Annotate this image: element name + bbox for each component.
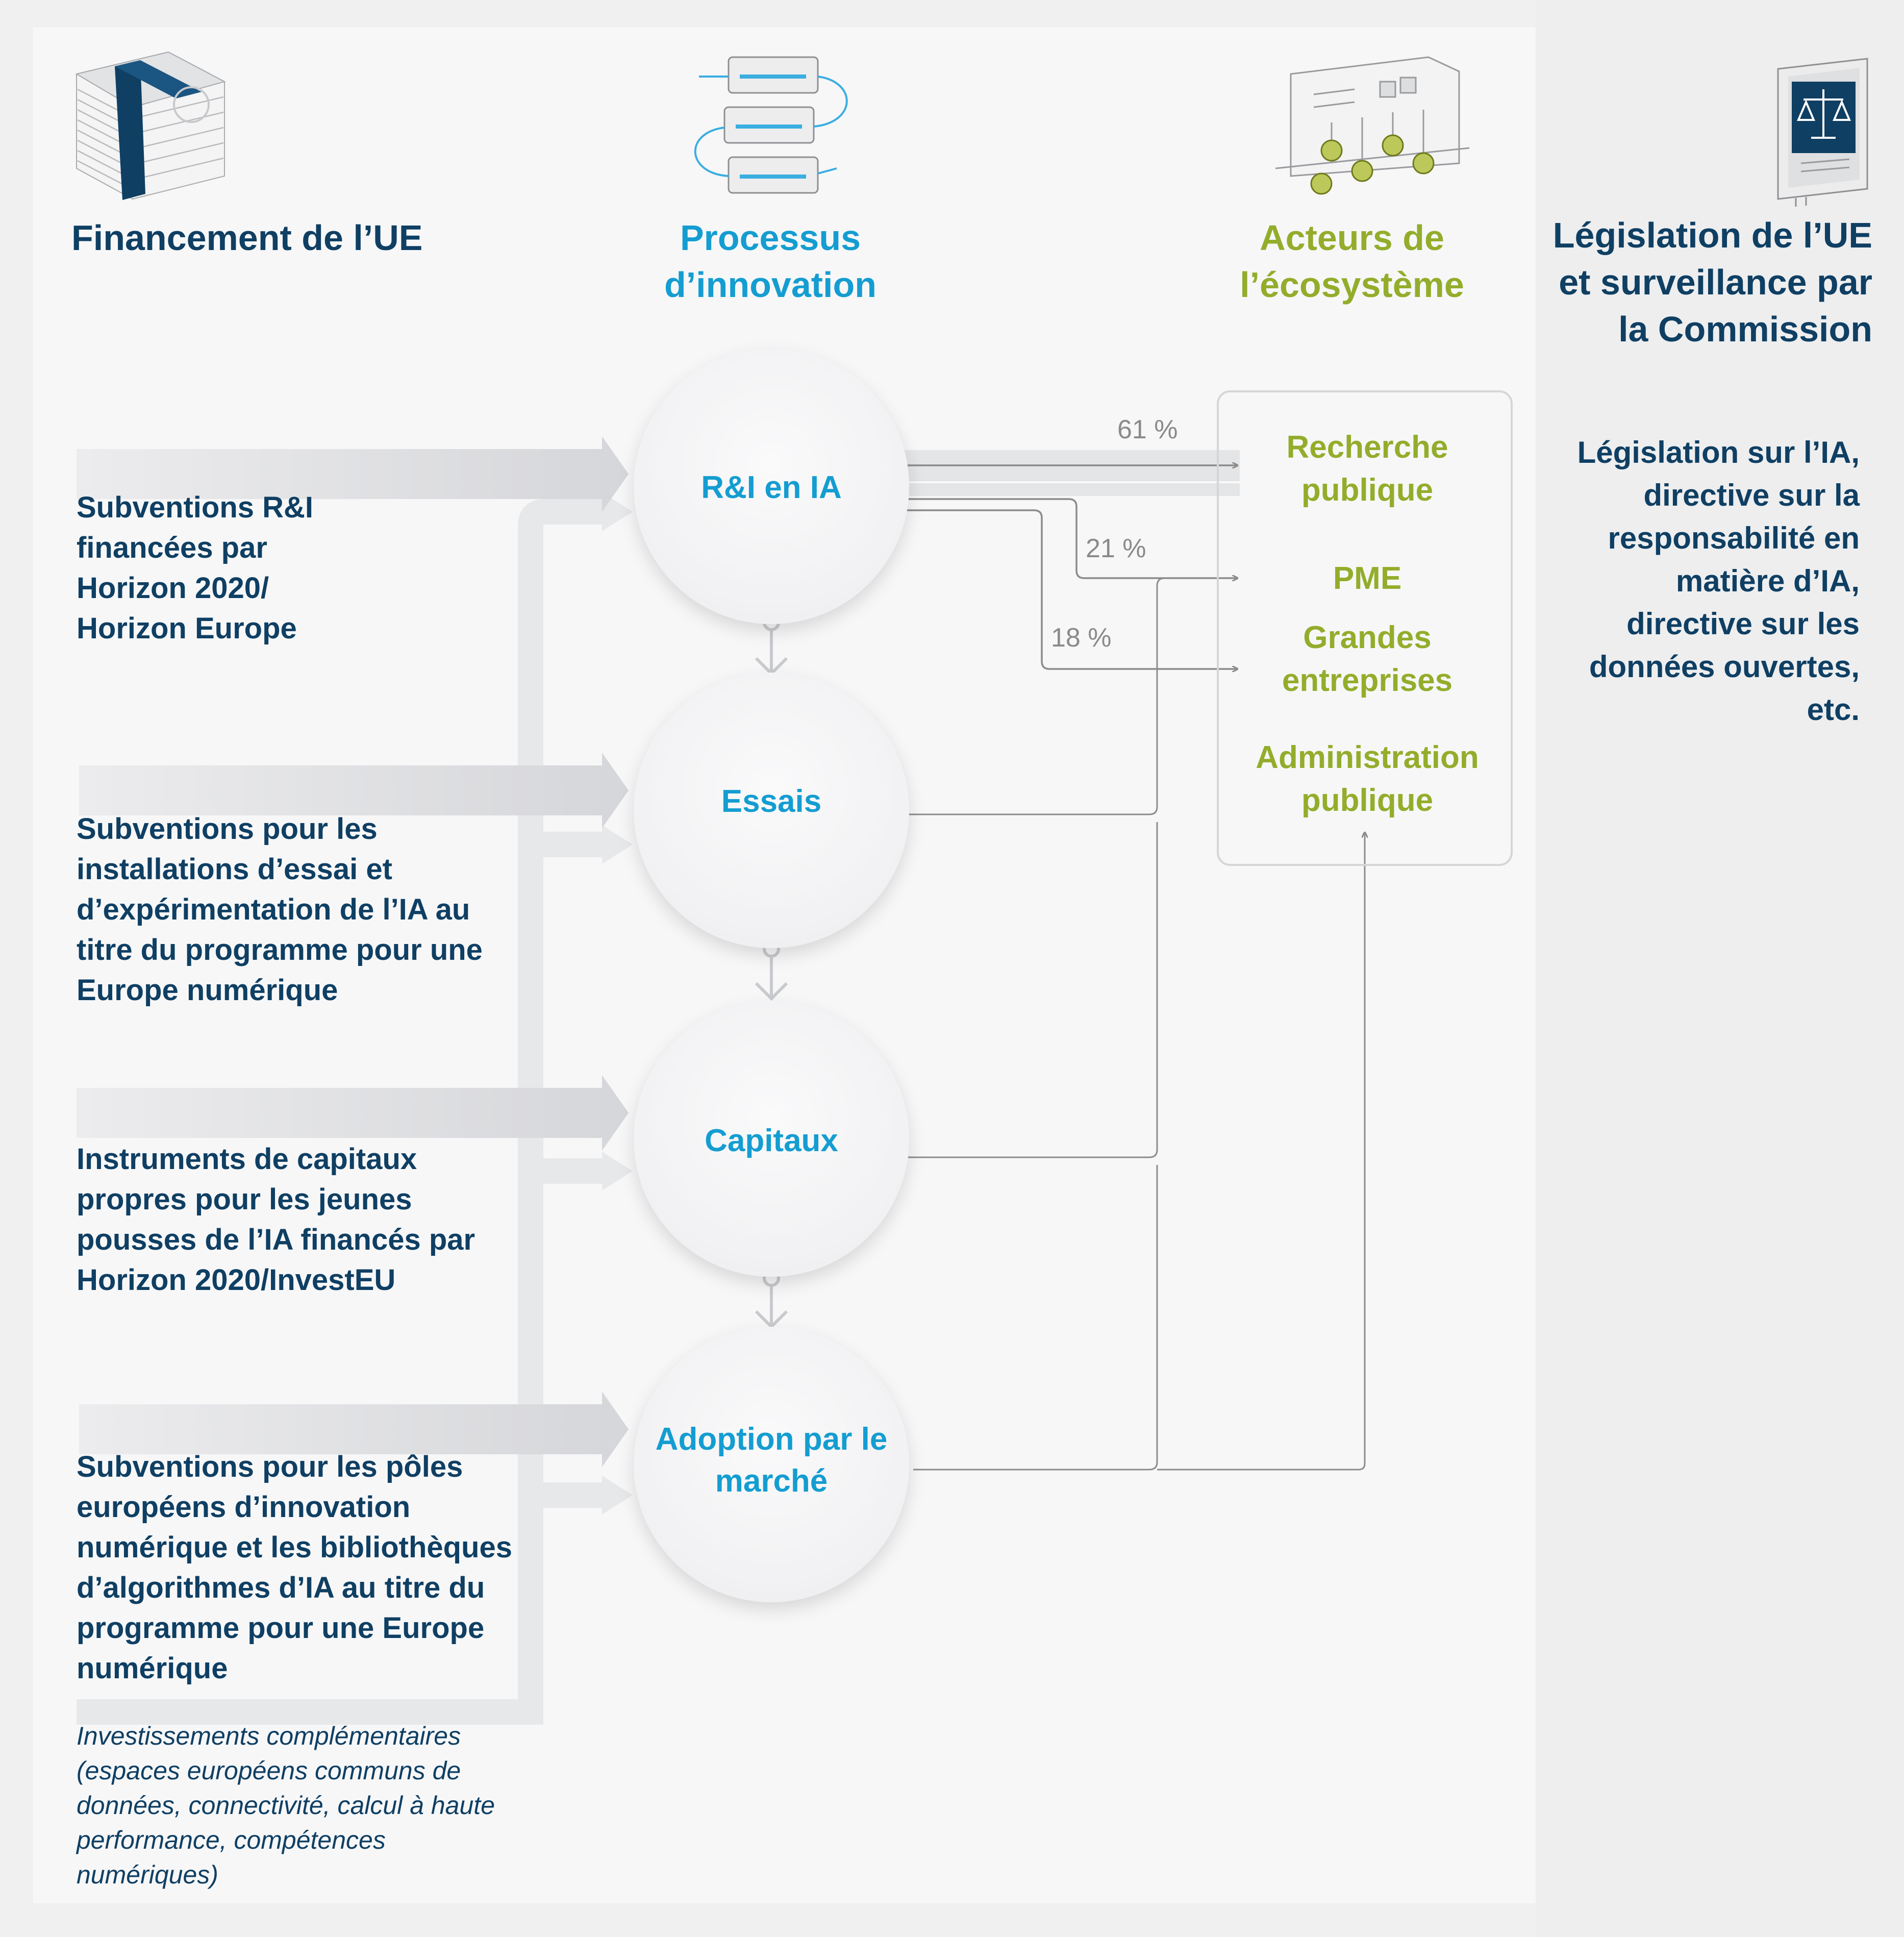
funding-item-2: Subventions pour les installations d’ess… xyxy=(77,812,483,1007)
process-circle-ri xyxy=(634,349,909,624)
process-label-ri: R&I en IA xyxy=(701,470,842,505)
header-actors: Acteurs de l’écosystème xyxy=(1240,218,1464,305)
share-label-18: 18 % xyxy=(1051,623,1112,653)
flow-61-band xyxy=(903,450,1240,496)
actor-public-administration: Administration publique xyxy=(1256,740,1479,818)
funding-item-3: Instruments de capitaux propres pour les… xyxy=(77,1143,475,1297)
law-book-icon xyxy=(1777,58,1868,207)
funding-band-1 xyxy=(77,436,629,512)
funding-item-4: Subventions pour les pôles européens d’i… xyxy=(77,1450,513,1685)
process-circle-capitaux xyxy=(634,1001,909,1277)
ecosystem-icon xyxy=(1275,56,1470,195)
innovation-process-icon xyxy=(694,56,848,194)
funding-band-4 xyxy=(79,1392,629,1467)
funding-item-1: Subventions R&I financées par Horizon 20… xyxy=(77,491,314,645)
complementary-investment-band xyxy=(77,499,602,1725)
process-label-capitaux: Capitaux xyxy=(705,1123,838,1158)
complementary-note: Investissements complémentaires (espaces… xyxy=(77,1722,495,1889)
share-label-21: 21 % xyxy=(1086,534,1146,563)
money-stack-icon xyxy=(75,51,226,200)
process-circle-essais xyxy=(634,673,909,948)
header-funding: Financement de l’UE xyxy=(71,218,423,258)
header-process: Processus d’innovation xyxy=(664,218,877,305)
header-legislation: Législation de l’UE et surveillance par … xyxy=(1552,215,1872,349)
actor-large-companies: Grandes entreprises xyxy=(1282,620,1453,698)
process-label-adoption: Adoption par le marché xyxy=(655,1422,888,1499)
legislation-text: Législation sur l’IA, directive sur la r… xyxy=(1577,435,1860,727)
complementary-arrowheads xyxy=(602,492,633,1514)
process-circle-adoption xyxy=(634,1327,909,1602)
share-lines xyxy=(907,465,1237,669)
process-label-essais: Essais xyxy=(721,784,822,819)
actor-sme: PME xyxy=(1333,561,1402,596)
funding-band-2 xyxy=(79,753,629,828)
actor-public-research: Recherche publique xyxy=(1286,430,1448,508)
process-connectors xyxy=(908,577,1365,1471)
legislation-panel xyxy=(1536,0,1904,1937)
complementary-branches xyxy=(531,832,605,1508)
share-label-61: 61 % xyxy=(1117,415,1178,444)
actors-box xyxy=(1217,390,1513,866)
funding-band-3 xyxy=(77,1075,629,1151)
